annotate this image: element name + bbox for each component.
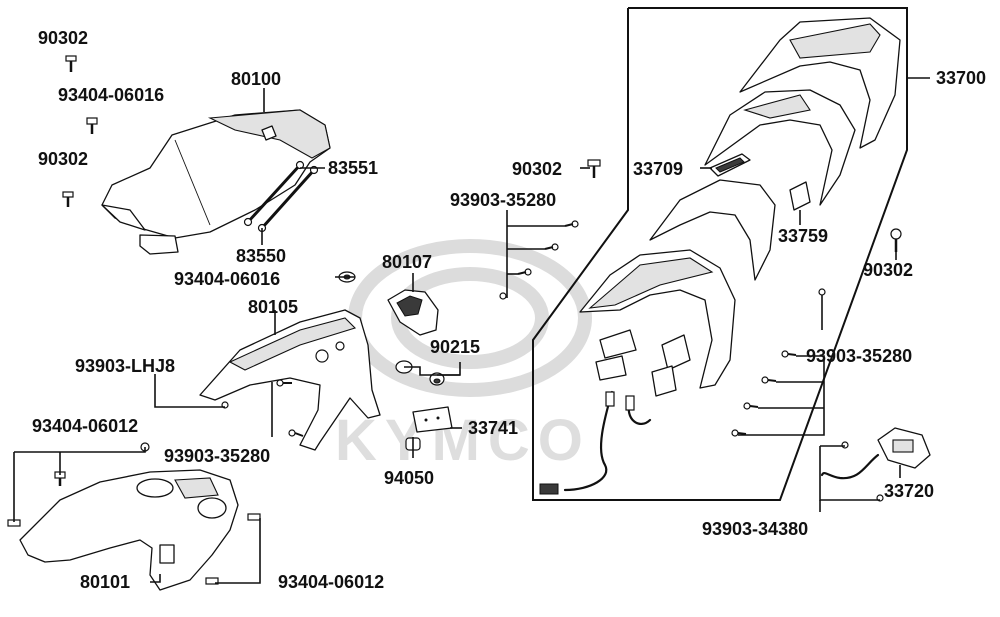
bolt-93404-06012-d[interactable] — [247, 513, 261, 521]
label-83551: 83551 — [328, 158, 378, 178]
bolt-93404-06012-e[interactable] — [205, 577, 219, 585]
label-93903-35280-a: 93903-35280 — [164, 446, 270, 466]
part-strap-83551[interactable] — [243, 160, 305, 227]
screw-93903-35280-upper-a[interactable] — [564, 220, 579, 228]
label-33720: 33720 — [884, 481, 934, 501]
label-33741: 33741 — [468, 418, 518, 438]
label-93903-35280-c: 93903-35280 — [806, 346, 912, 366]
bolt-93404-06016-top[interactable] — [86, 117, 98, 134]
label-80107: 80107 — [382, 252, 432, 272]
screw-93903-35280-upper-b[interactable] — [544, 243, 559, 251]
part-tail-light-33700[interactable] — [539, 17, 901, 495]
part-cover-80107[interactable] — [387, 289, 439, 336]
part-rear-fender-80100[interactable] — [101, 109, 331, 255]
label-94050: 94050 — [384, 468, 434, 488]
screw-93903-35280-right-e[interactable] — [731, 429, 747, 437]
part-reflector-33709[interactable] — [709, 153, 751, 177]
label-90302-b: 90302 — [38, 149, 88, 169]
label-33700: 33700 — [936, 68, 986, 88]
part-lower-cover-80101[interactable] — [19, 469, 239, 591]
screw-93903-35280-right-c[interactable] — [761, 376, 777, 384]
label-93903-lhj8: 93903-LHJ8 — [75, 356, 175, 376]
screw-93903-35280-upper-c[interactable] — [517, 268, 532, 276]
bolt-90302-mid[interactable] — [62, 191, 74, 207]
label-93404-06012-b: 93404-06012 — [278, 572, 384, 592]
label-80101: 80101 — [80, 572, 130, 592]
label-80100: 80100 — [231, 69, 281, 89]
label-93404-06016-b: 93404-06016 — [174, 269, 280, 289]
grommet-90215-b[interactable] — [429, 372, 445, 386]
screw-93903-35280-upper-d[interactable] — [499, 292, 507, 300]
label-83550: 83550 — [236, 246, 286, 266]
bolt-90302-upper-right[interactable] — [587, 159, 601, 178]
part-bracket-33759[interactable] — [789, 181, 811, 211]
bolt-90302-right[interactable] — [890, 228, 902, 252]
screw-93903-35280-center-a[interactable] — [276, 379, 292, 387]
label-90302-c: 90302 — [512, 159, 562, 179]
label-93903-35280-b: 93903-35280 — [450, 190, 556, 210]
label-93404-06016-a: 93404-06016 — [58, 85, 164, 105]
label-90302-d: 90302 — [863, 260, 913, 280]
screw-93903-35280-right-d[interactable] — [743, 402, 759, 410]
part-license-light-33720[interactable] — [820, 427, 931, 480]
screw-93903-35280-right-a[interactable] — [818, 288, 826, 296]
leader-lines — [13, 77, 930, 584]
group-frame-33700 — [532, 7, 908, 501]
label-90302-a: 90302 — [38, 28, 88, 48]
label-33709: 33709 — [633, 159, 683, 179]
screw-93903-34380-a[interactable] — [841, 441, 849, 449]
label-90215: 90215 — [430, 337, 480, 357]
part-plate-33741[interactable] — [412, 406, 453, 433]
screw-93903-35280-right-b[interactable] — [781, 350, 797, 358]
part-rear-grip-80105[interactable] — [199, 309, 381, 451]
screw-93903-35280-center-b[interactable] — [288, 429, 304, 437]
kymco-watermark: KYMCO — [335, 239, 592, 473]
label-93903-34380: 93903-34380 — [702, 519, 808, 539]
label-93404-06012-a: 93404-06012 — [32, 416, 138, 436]
label-80105: 80105 — [248, 297, 298, 317]
label-33759: 33759 — [778, 226, 828, 246]
watermark-text: KYMCO — [335, 408, 591, 473]
bolt-90302-top[interactable] — [65, 55, 77, 72]
